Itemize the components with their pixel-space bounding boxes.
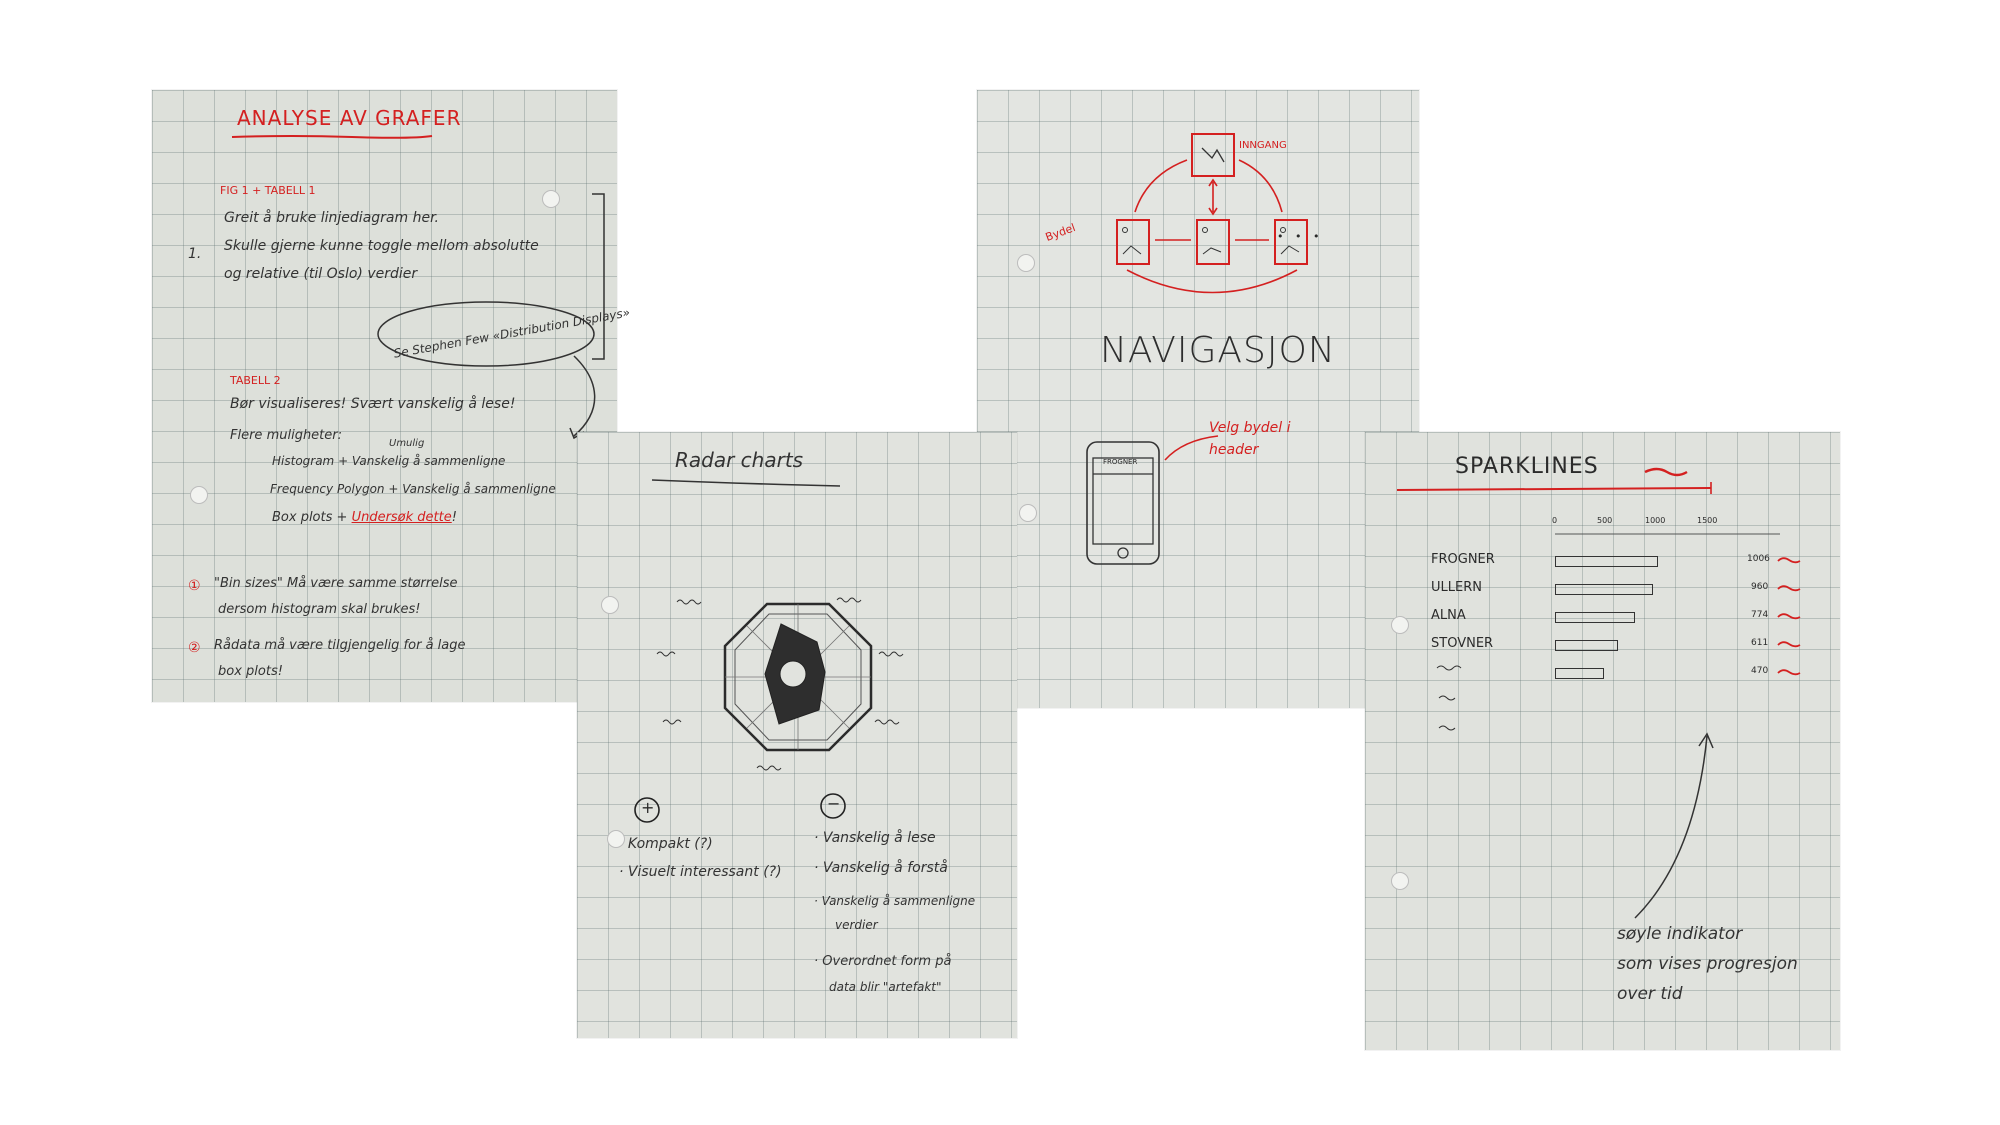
sparkline — [1777, 641, 1801, 648]
annotation-arrow — [1634, 732, 1714, 919]
axis-tick-0: 0 — [1552, 516, 1558, 525]
analyse-line-4: Bør visualiseres! Svært vanskelig å lese… — [230, 396, 516, 412]
navigasjon-sheet: INNGANG Bydel • • • NAVIGASJON FROGNER V… — [977, 90, 1419, 708]
sparkline — [1777, 585, 1801, 592]
pro-item: · Visuelt interessant (?) — [619, 864, 782, 880]
sparklines-title: SPARKLINES — [1455, 454, 1599, 479]
box-plots-label: Box plots + — [272, 510, 348, 525]
binder-hole — [1019, 504, 1037, 522]
radar-title-underline — [651, 479, 841, 487]
navigation-flow-diagram — [1116, 133, 1308, 294]
radar-chart-sketch — [656, 597, 904, 771]
more-dots: • • • — [1277, 230, 1324, 243]
con-item: · Vanskelig å sammenligne — [814, 894, 976, 908]
row-name: ALNA — [1431, 608, 1466, 623]
row-value: 774 — [1751, 610, 1769, 620]
row-name: FROGNER — [1431, 552, 1495, 567]
spark-note-line-1: søyle indikator — [1617, 924, 1743, 944]
row-value: 470 — [1751, 666, 1769, 676]
option-histogram: Histogram + Vanskelig å sammenligne — [272, 454, 506, 468]
navigasjon-title: NAVIGASJON — [1100, 330, 1336, 371]
binder-hole — [190, 486, 208, 504]
bar — [1555, 556, 1658, 567]
axis-tick-500: 500 — [1597, 516, 1613, 525]
placeholder-squiggles — [1436, 665, 1462, 731]
analyse-title: ANALYSE AV GRAFER — [237, 106, 462, 130]
tabell-heading: TABELL 2 — [230, 374, 281, 387]
undersok-link: Undersøk dette — [351, 510, 452, 525]
bar — [1555, 584, 1653, 595]
note-2-line-2: box plots! — [218, 664, 283, 679]
plus-circle — [634, 797, 660, 823]
analyse-line-3: og relative (til Oslo) verdier — [224, 266, 418, 282]
con-item-continued: data blir "artefakt" — [829, 980, 942, 994]
option-frequency-polygon: Frequency Polygon + Vanskelig å sammenli… — [270, 482, 556, 496]
spark-note-line-2: som vises progresjon — [1617, 954, 1798, 974]
analyse-sheet: ANALYSE AV GRAFER FIG 1 + TABELL 1 1. Gr… — [152, 90, 631, 702]
con-item: · Vanskelig å forstå — [814, 860, 948, 876]
option-box-plots: Box plots + Undersøk dette! — [272, 510, 457, 525]
con-item: · Vanskelig å lese — [814, 830, 936, 846]
plus-sign: + — [641, 798, 655, 817]
minus-sign: − — [827, 794, 841, 813]
title-underline — [231, 135, 433, 139]
sparkline — [1777, 613, 1801, 620]
bracket — [592, 193, 605, 360]
analyse-line-2: Skulle gjerne kunne toggle mellom absolu… — [224, 238, 539, 254]
bar — [1555, 668, 1604, 679]
row-value: 960 — [1751, 582, 1769, 592]
note-1-line-2: dersom histogram skal brukes! — [218, 602, 421, 617]
minus-circle — [820, 793, 846, 819]
row-value: 611 — [1751, 638, 1769, 648]
callout-line — [1164, 435, 1219, 461]
sparkline — [1777, 557, 1801, 564]
radar-title: Radar charts — [675, 448, 804, 472]
phone-header-label: FROGNER — [1103, 458, 1138, 466]
fig-heading: FIG 1 + TABELL 1 — [220, 184, 316, 197]
note-umulig: Umulig — [389, 438, 425, 449]
con-item: · Overordnet form på — [814, 954, 952, 969]
row-name: ULLERN — [1431, 580, 1482, 595]
axis-tick-1000: 1000 — [1645, 516, 1666, 525]
analyse-line-1: Greit å bruke linjediagram her. — [224, 210, 439, 226]
axis-tick-1500: 1500 — [1697, 516, 1718, 525]
phone-sketch — [1086, 441, 1160, 565]
note-1-line-1: "Bin sizes" Må være samme størrelse — [214, 576, 458, 591]
bar — [1555, 640, 1618, 651]
binder-hole — [607, 830, 625, 848]
radar-sheet: Radar charts + − · Kompakt (?) · Visuelt… — [577, 432, 1017, 1038]
row-name: STOVNER — [1431, 636, 1494, 651]
spark-note-line-3: over tid — [1617, 984, 1683, 1004]
note-2-marker: ② — [188, 640, 201, 656]
note-1-marker: ① — [188, 578, 201, 594]
con-item-continued: verdier — [835, 918, 878, 932]
box-plots-suffix: ! — [451, 510, 457, 525]
note-2-line-1: Rådata må være tilgjengelig for å lage — [214, 638, 466, 653]
sparkline — [1777, 669, 1801, 676]
row-value: 1006 — [1747, 554, 1770, 564]
analyse-line-5: Flere muligheter: — [230, 428, 342, 443]
binder-hole — [542, 190, 560, 208]
nav-note-line-2: header — [1209, 442, 1259, 458]
num-1: 1. — [188, 246, 202, 262]
binder-hole — [1017, 254, 1035, 272]
binder-hole — [1391, 616, 1409, 634]
inngang-label: INNGANG — [1239, 140, 1287, 151]
bar-axis — [1555, 533, 1780, 535]
binder-hole — [601, 596, 619, 614]
sparklines-title-decoration — [1396, 467, 1712, 494]
binder-hole — [1391, 872, 1409, 890]
bar — [1555, 612, 1635, 623]
pro-item: · Kompakt (?) — [619, 836, 713, 852]
nav-note-line-1: Velg bydel i — [1209, 420, 1291, 436]
